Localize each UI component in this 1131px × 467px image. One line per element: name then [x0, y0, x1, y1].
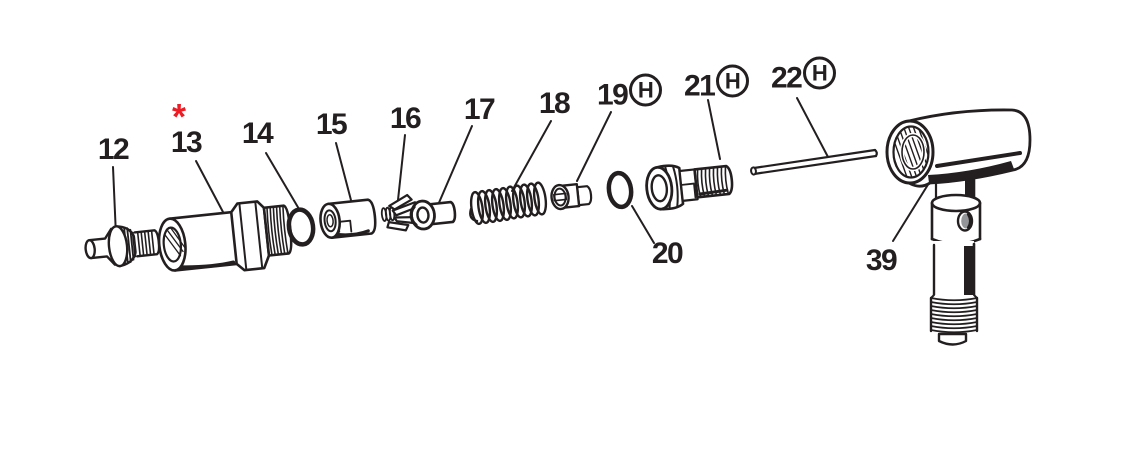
callout-17: 17	[463, 93, 496, 126]
callout-19: 19 H	[597, 73, 663, 112]
part-15-cage-sleeve-drawing	[319, 198, 377, 240]
callout-13: 13	[170, 126, 203, 159]
callout-14: 14	[241, 117, 274, 150]
part-number-18: 18	[538, 87, 571, 120]
part-20-o-ring-drawing	[606, 170, 634, 210]
leader-line-20	[631, 205, 655, 244]
part-number-19: 19	[597, 78, 629, 111]
callout-12: 12	[97, 133, 130, 166]
callout-15: 15	[315, 108, 348, 141]
h-badge-19: H	[629, 73, 663, 107]
leader-line-16	[397, 134, 406, 201]
h-badge-21: H	[716, 64, 750, 98]
part-21-threaded-stem-fitting-drawing	[645, 164, 734, 211]
part-number-12: 12	[97, 133, 130, 166]
leader-line-19	[576, 111, 612, 182]
part-number-13: 13	[170, 126, 203, 159]
leader-line-15	[335, 142, 353, 205]
callout-18: 18	[538, 87, 571, 120]
leader-line-21	[707, 99, 721, 160]
callout-22: 22 H	[771, 56, 837, 95]
part-number-17: 17	[463, 93, 496, 126]
leader-line-14	[265, 152, 300, 210]
part-number-20: 20	[651, 237, 684, 270]
star-marker: *	[171, 96, 187, 137]
leader-line-39	[892, 182, 930, 242]
callout-16: 16	[389, 102, 422, 135]
leader-line-17	[437, 125, 473, 206]
callout-21: 21 H	[684, 64, 750, 103]
leader-line-18	[511, 120, 552, 192]
part-17-poppet-drawing	[409, 199, 457, 231]
leader-line-13	[195, 160, 224, 213]
part-12-nozzle-fitting-drawing	[84, 225, 161, 268]
leader-line-12	[112, 166, 117, 237]
part-number-14: 14	[241, 117, 274, 150]
leader-lines	[112, 97, 930, 244]
part-16-retainer-clip-drawing	[380, 193, 419, 232]
part-14-o-ring-drawing	[286, 207, 316, 247]
callout-20: 20	[651, 237, 684, 270]
part-39-tee-body-drawing	[885, 108, 1032, 346]
callout-39: 39	[865, 244, 898, 277]
part-13-valve-body-drawing	[157, 200, 293, 272]
part-18-spring-drawing	[469, 181, 548, 226]
part-22-rod-drawing	[750, 148, 878, 176]
leader-line-22	[796, 97, 829, 158]
part-number-16: 16	[389, 102, 422, 135]
part-number-22: 22	[771, 61, 803, 94]
part-number-15: 15	[315, 108, 348, 141]
part-number-39: 39	[865, 244, 898, 277]
part-19-seat-insert-drawing	[550, 183, 593, 211]
h-badge-22: H	[803, 56, 837, 90]
part-number-21: 21	[684, 69, 716, 102]
